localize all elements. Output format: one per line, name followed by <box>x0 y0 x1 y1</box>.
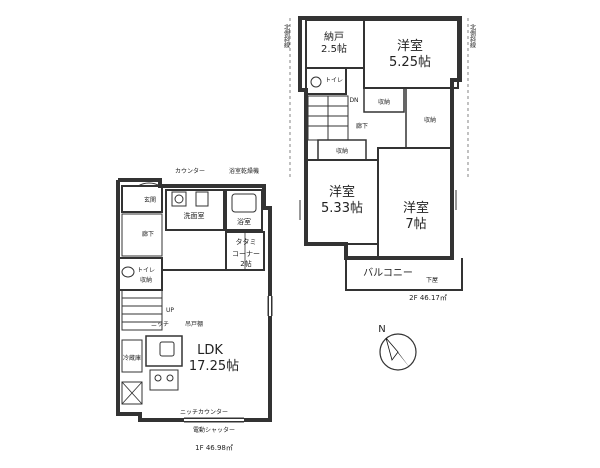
up-label: UP <box>166 307 174 314</box>
tatami-name: タタミ <box>236 237 257 246</box>
toilet-label-1f: トイレ <box>137 267 155 274</box>
washing-machine <box>171 191 187 207</box>
niche-counter-label: ニッチカウンター <box>180 408 228 416</box>
stairs-1f <box>121 289 163 331</box>
room2-size: 5.33帖 <box>321 201 363 216</box>
toilet-bowl-1f <box>121 266 135 278</box>
counter-label: カウンター <box>175 167 205 175</box>
room1-name: 洋室 <box>397 38 423 54</box>
washroom-label: 洗面室 <box>184 211 205 220</box>
sink <box>159 341 175 357</box>
floor1-area: 1F 46.98㎡ <box>195 444 233 452</box>
tatami-size: 2帖 <box>240 259 251 268</box>
toilet-label-2f: トイレ <box>325 77 343 84</box>
vanity <box>195 191 209 207</box>
storage-b-label: 収納 <box>424 116 436 124</box>
nando-size: 2.5帖 <box>321 42 347 55</box>
storage-c-label: 収納 <box>336 147 348 155</box>
floor1-outer-wall <box>116 178 272 422</box>
hall-area <box>121 213 163 257</box>
compass-label: N <box>378 324 385 335</box>
floor2-outer-wall <box>298 16 462 260</box>
ldk-name: LDK <box>197 343 223 358</box>
bath-label: 浴室 <box>237 217 251 226</box>
balcony <box>345 258 463 291</box>
washing-machine-drum <box>174 194 184 204</box>
floor-1 <box>116 178 273 423</box>
dryer-label: 浴室乾燥機 <box>229 167 259 175</box>
north-mark-right: 北側斜線 <box>469 23 476 48</box>
entrance-door-swing <box>137 182 161 187</box>
room2-name: 洋室 <box>329 184 355 200</box>
fridge <box>121 339 143 373</box>
floor-2 <box>289 16 469 291</box>
hall-label-1f: 廊下 <box>142 230 154 238</box>
ldk-size: 17.25帖 <box>189 359 239 374</box>
fridge-label: 冷蔵庫 <box>123 354 141 362</box>
entrance-area <box>121 185 163 213</box>
room1-size: 5.25帖 <box>389 55 431 70</box>
pantry <box>121 381 143 405</box>
room-7 <box>377 147 453 259</box>
bathtub <box>231 193 257 213</box>
storage-label-1f: 収納 <box>140 276 152 284</box>
dn-label: DN <box>349 97 358 104</box>
kitchen-counter <box>145 335 183 367</box>
nando-name: 納戸 <box>324 30 344 43</box>
hall-label-2f: 廊下 <box>356 122 368 130</box>
compass-icon <box>379 333 417 371</box>
storage-a <box>363 87 405 113</box>
roof-eaves-label: 下屋 <box>426 277 438 284</box>
toilet-bowl-2f <box>310 76 322 88</box>
storage-a-label: 収納 <box>378 98 390 106</box>
stove <box>149 369 179 391</box>
bath-room <box>225 189 263 231</box>
floor2-area: 2F 46.17㎡ <box>409 294 447 302</box>
toilet-2f <box>305 67 347 95</box>
room3-size: 7帖 <box>405 217 426 232</box>
niche-label: ニッチ <box>151 321 169 328</box>
shutter-label: 電動シャッター <box>193 426 235 434</box>
north-mark-left: 北側斜線 <box>283 23 290 48</box>
tatami-name2: コーナー <box>232 250 260 258</box>
wash-room <box>165 189 225 231</box>
room3-name: 洋室 <box>403 200 429 216</box>
cabinet-label: 吊戸棚 <box>185 320 203 328</box>
balcony-label: バルコニー <box>363 267 413 279</box>
entrance-label: 玄関 <box>144 196 156 204</box>
